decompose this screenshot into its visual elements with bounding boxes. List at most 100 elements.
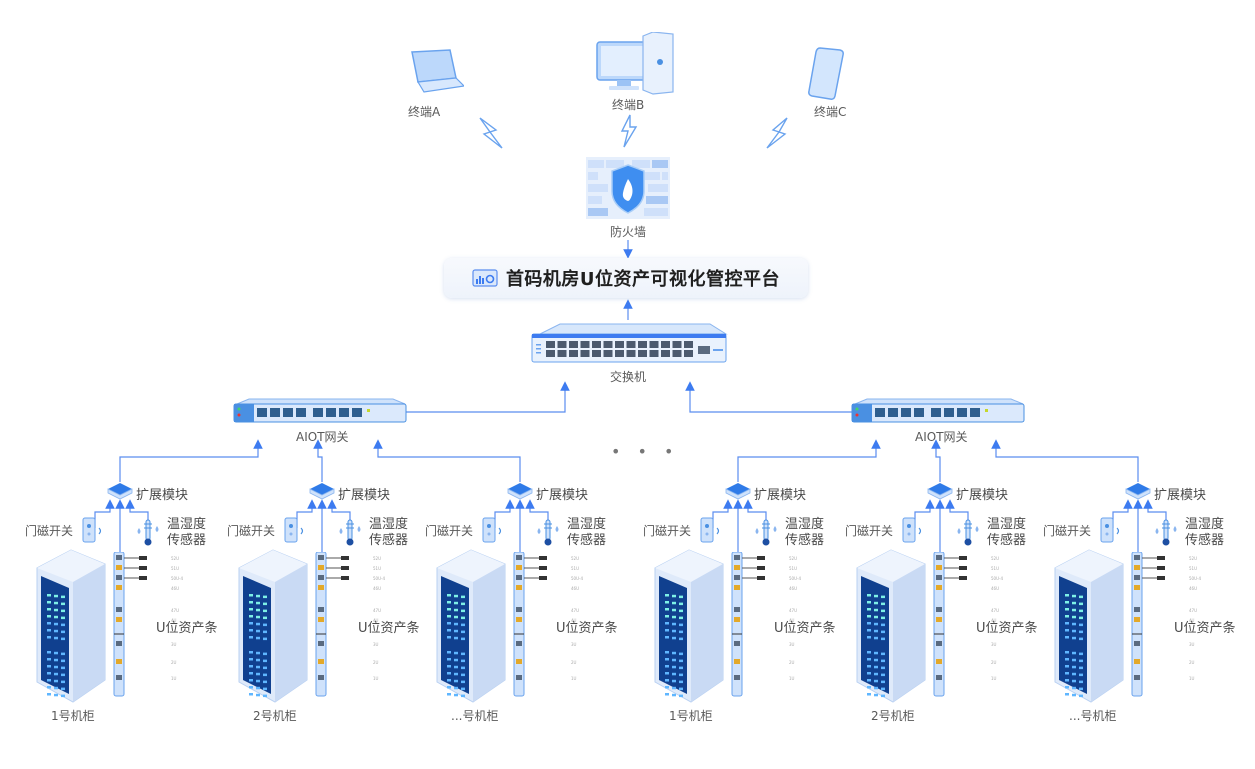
door-magnetic-switch-icon [1100,517,1120,543]
rack-indicator-light [672,658,676,662]
core-switch[interactable] [530,322,728,370]
sensor-to-module-line [125,499,149,524]
rack-indicator-light [665,658,669,661]
server-rack-icon [654,549,724,703]
rack-indicator-light [1065,608,1069,611]
u-position-tag: 4U [571,618,577,623]
expansion-module[interactable] [1125,482,1151,506]
temp-humidity-sensor[interactable] [135,516,161,552]
door-sensor[interactable] [283,516,309,550]
door-sensor[interactable] [81,516,107,550]
switch-port [661,341,670,348]
rack-indicator-light [1072,672,1076,676]
door-sensor[interactable] [481,516,507,550]
u-slot-indicator [318,617,324,622]
asset-tag [757,576,765,580]
rack-indicator-light [867,658,871,661]
temp-humidity-sensor[interactable] [955,516,981,552]
firewall[interactable] [586,157,670,223]
terminal-a[interactable] [404,46,466,100]
switch-port [615,350,624,357]
asset-tag [959,566,967,570]
rack-indicator-light [249,651,253,654]
expansion-module[interactable] [507,482,533,506]
temp-humidity-sensor[interactable] [1153,516,1179,552]
door-sensor[interactable] [1099,516,1125,550]
expansion-module[interactable] [107,482,133,506]
expansion-module[interactable] [927,482,953,506]
server-rack[interactable] [653,548,725,708]
rack-indicator-light [61,595,65,599]
server-rack[interactable] [237,548,309,708]
terminal-b[interactable] [595,31,675,100]
u-slot-indicator [1134,585,1140,590]
u-slot-indicator [318,659,324,664]
rack-indicator-light [1065,636,1069,639]
rack-indicator-light [256,693,260,697]
u-slot-indicator [318,575,324,580]
u-position-tag: 52U [571,556,579,561]
rack-indicator-light [1072,594,1076,598]
rack-indicator-light [461,687,465,691]
firewall-shield-icon [586,157,670,219]
rack-indicator-light [867,693,871,696]
rack-indicator-light [54,629,58,633]
switch-port [649,350,659,357]
u-position-tag: 50U-48U [1189,576,1201,581]
asset-tag [1157,556,1165,560]
terminal-c[interactable] [808,46,848,106]
rack-indicator-light [447,622,451,625]
gateway-port [296,408,306,417]
rack-indicator-light [461,659,465,663]
door-sensor[interactable] [699,516,725,550]
u-slot-indicator [516,607,522,612]
expansion-module[interactable] [725,482,751,506]
core-switch-label: 交换机 [610,370,647,384]
server-rack[interactable] [35,548,107,708]
expansion-module-label: 扩展模块 [136,488,189,503]
rack-indicator-light [54,651,58,655]
u-slot-indicator [734,659,740,664]
expansion-module-icon [507,483,533,500]
rack-indicator-light [867,608,871,611]
laptop-icon [411,49,466,93]
temp-humidity-sensor[interactable] [753,516,779,552]
more-ellipsis: • • • [611,442,680,461]
platform-banner[interactable]: 首码机房U位资产可视化管控平台 [444,258,808,298]
server-rack[interactable] [855,548,927,708]
u-slot-indicator [318,675,324,680]
expansion-module-icon [107,483,133,500]
rack-indicator-light [454,686,458,690]
temp-humidity-sensor[interactable] [535,516,561,552]
server-rack-icon [856,549,926,703]
rack-indicator-light [679,666,683,670]
server-rack[interactable] [435,548,507,708]
rack-indicator-light [263,659,267,663]
switch-port [661,350,670,357]
door-sensor-label: 门磁开关 [1043,524,1092,538]
u-position-tag: 47U [171,608,179,613]
rack-indicator-light [881,637,885,641]
gateway-left[interactable] [233,398,407,428]
u-position-tag: 1U [1189,676,1195,681]
u-position-tag: 47U [1189,608,1197,613]
door-sensor[interactable] [901,516,927,550]
u-asset-strip-label: U位资产条 [556,621,618,636]
u-slot-indicator [516,617,522,622]
server-rack[interactable] [1053,548,1125,708]
expansion-module[interactable] [309,482,335,506]
rack-indicator-light [1065,601,1069,604]
rack-indicator-light [249,629,253,632]
expansion-module-label: 扩展模块 [536,488,589,503]
rack-indicator-light [679,659,683,663]
gateway-right[interactable] [851,398,1025,428]
temp-humidity-sensor[interactable] [337,516,363,552]
rack-indicator-light [881,659,885,663]
